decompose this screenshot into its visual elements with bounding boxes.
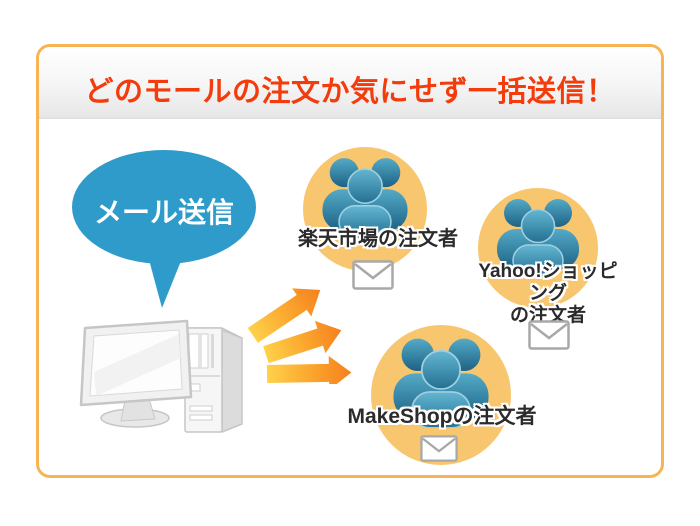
group-rakuten-circle xyxy=(303,147,427,271)
people-group-icon xyxy=(393,338,489,428)
envelope-icon xyxy=(528,320,570,350)
arrow-to-rakuten xyxy=(245,286,324,346)
group-yahoo-circle xyxy=(478,188,598,308)
speech-bubble-label: メール送信 xyxy=(93,197,235,228)
header-banner: どのモールの注文か気にせず一括送信！ xyxy=(39,47,661,119)
arrow-to-makeshop xyxy=(264,351,355,384)
group-makeshop-label: MakeShopの注文者 xyxy=(347,405,537,428)
people-group-icon xyxy=(497,199,579,276)
group-rakuten-label: 楽天市場の注文者 xyxy=(298,228,458,250)
flow-arrow-icon xyxy=(245,286,355,384)
group-yahoo-label: Yahoo!ショッピング の注文者 xyxy=(478,261,618,326)
arrow-to-yahoo xyxy=(260,317,345,366)
speech-bubble-tail xyxy=(148,251,185,308)
envelope-icon xyxy=(420,435,458,462)
speech-bubble xyxy=(72,150,256,308)
desktop-pc-icon xyxy=(79,319,243,433)
people-group-icon xyxy=(322,158,408,238)
speech-bubble-shape xyxy=(72,150,256,264)
envelope-icon xyxy=(352,260,394,290)
header-title: どのモールの注文か気にせず一括送信！ xyxy=(84,75,616,108)
